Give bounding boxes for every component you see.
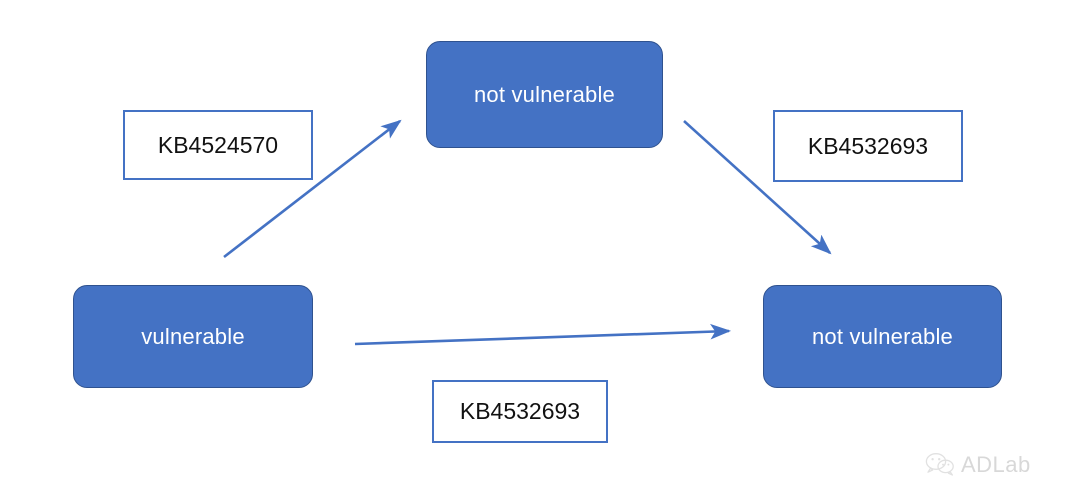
node-label: vulnerable: [141, 323, 245, 349]
edge-label-text: KB4532693: [459, 398, 581, 424]
edge-label-text: KB4532693: [807, 132, 929, 159]
arrow-left-to-right: [354, 323, 732, 346]
node-label: not vulnerable: [811, 323, 953, 349]
edge-label-kb4532693-top-right[interactable]: KB4532693: [773, 110, 963, 182]
edge-label-text: KB4524570: [157, 131, 279, 158]
node-label: not vulnerable: [473, 81, 615, 107]
edge-label-kb4532693-bottom[interactable]: KB4532693: [432, 380, 608, 443]
watermark: ADLab: [925, 452, 1031, 477]
node-not-vulnerable-right[interactable]: not vulnerable: [763, 285, 1002, 388]
wechat-icon: [925, 453, 954, 476]
node-vulnerable[interactable]: vulnerable: [73, 285, 313, 388]
watermark-text: ADLab: [961, 451, 1031, 477]
edge-label-kb4524570[interactable]: KB4524570: [123, 110, 313, 180]
node-not-vulnerable-top[interactable]: not vulnerable: [426, 41, 663, 148]
